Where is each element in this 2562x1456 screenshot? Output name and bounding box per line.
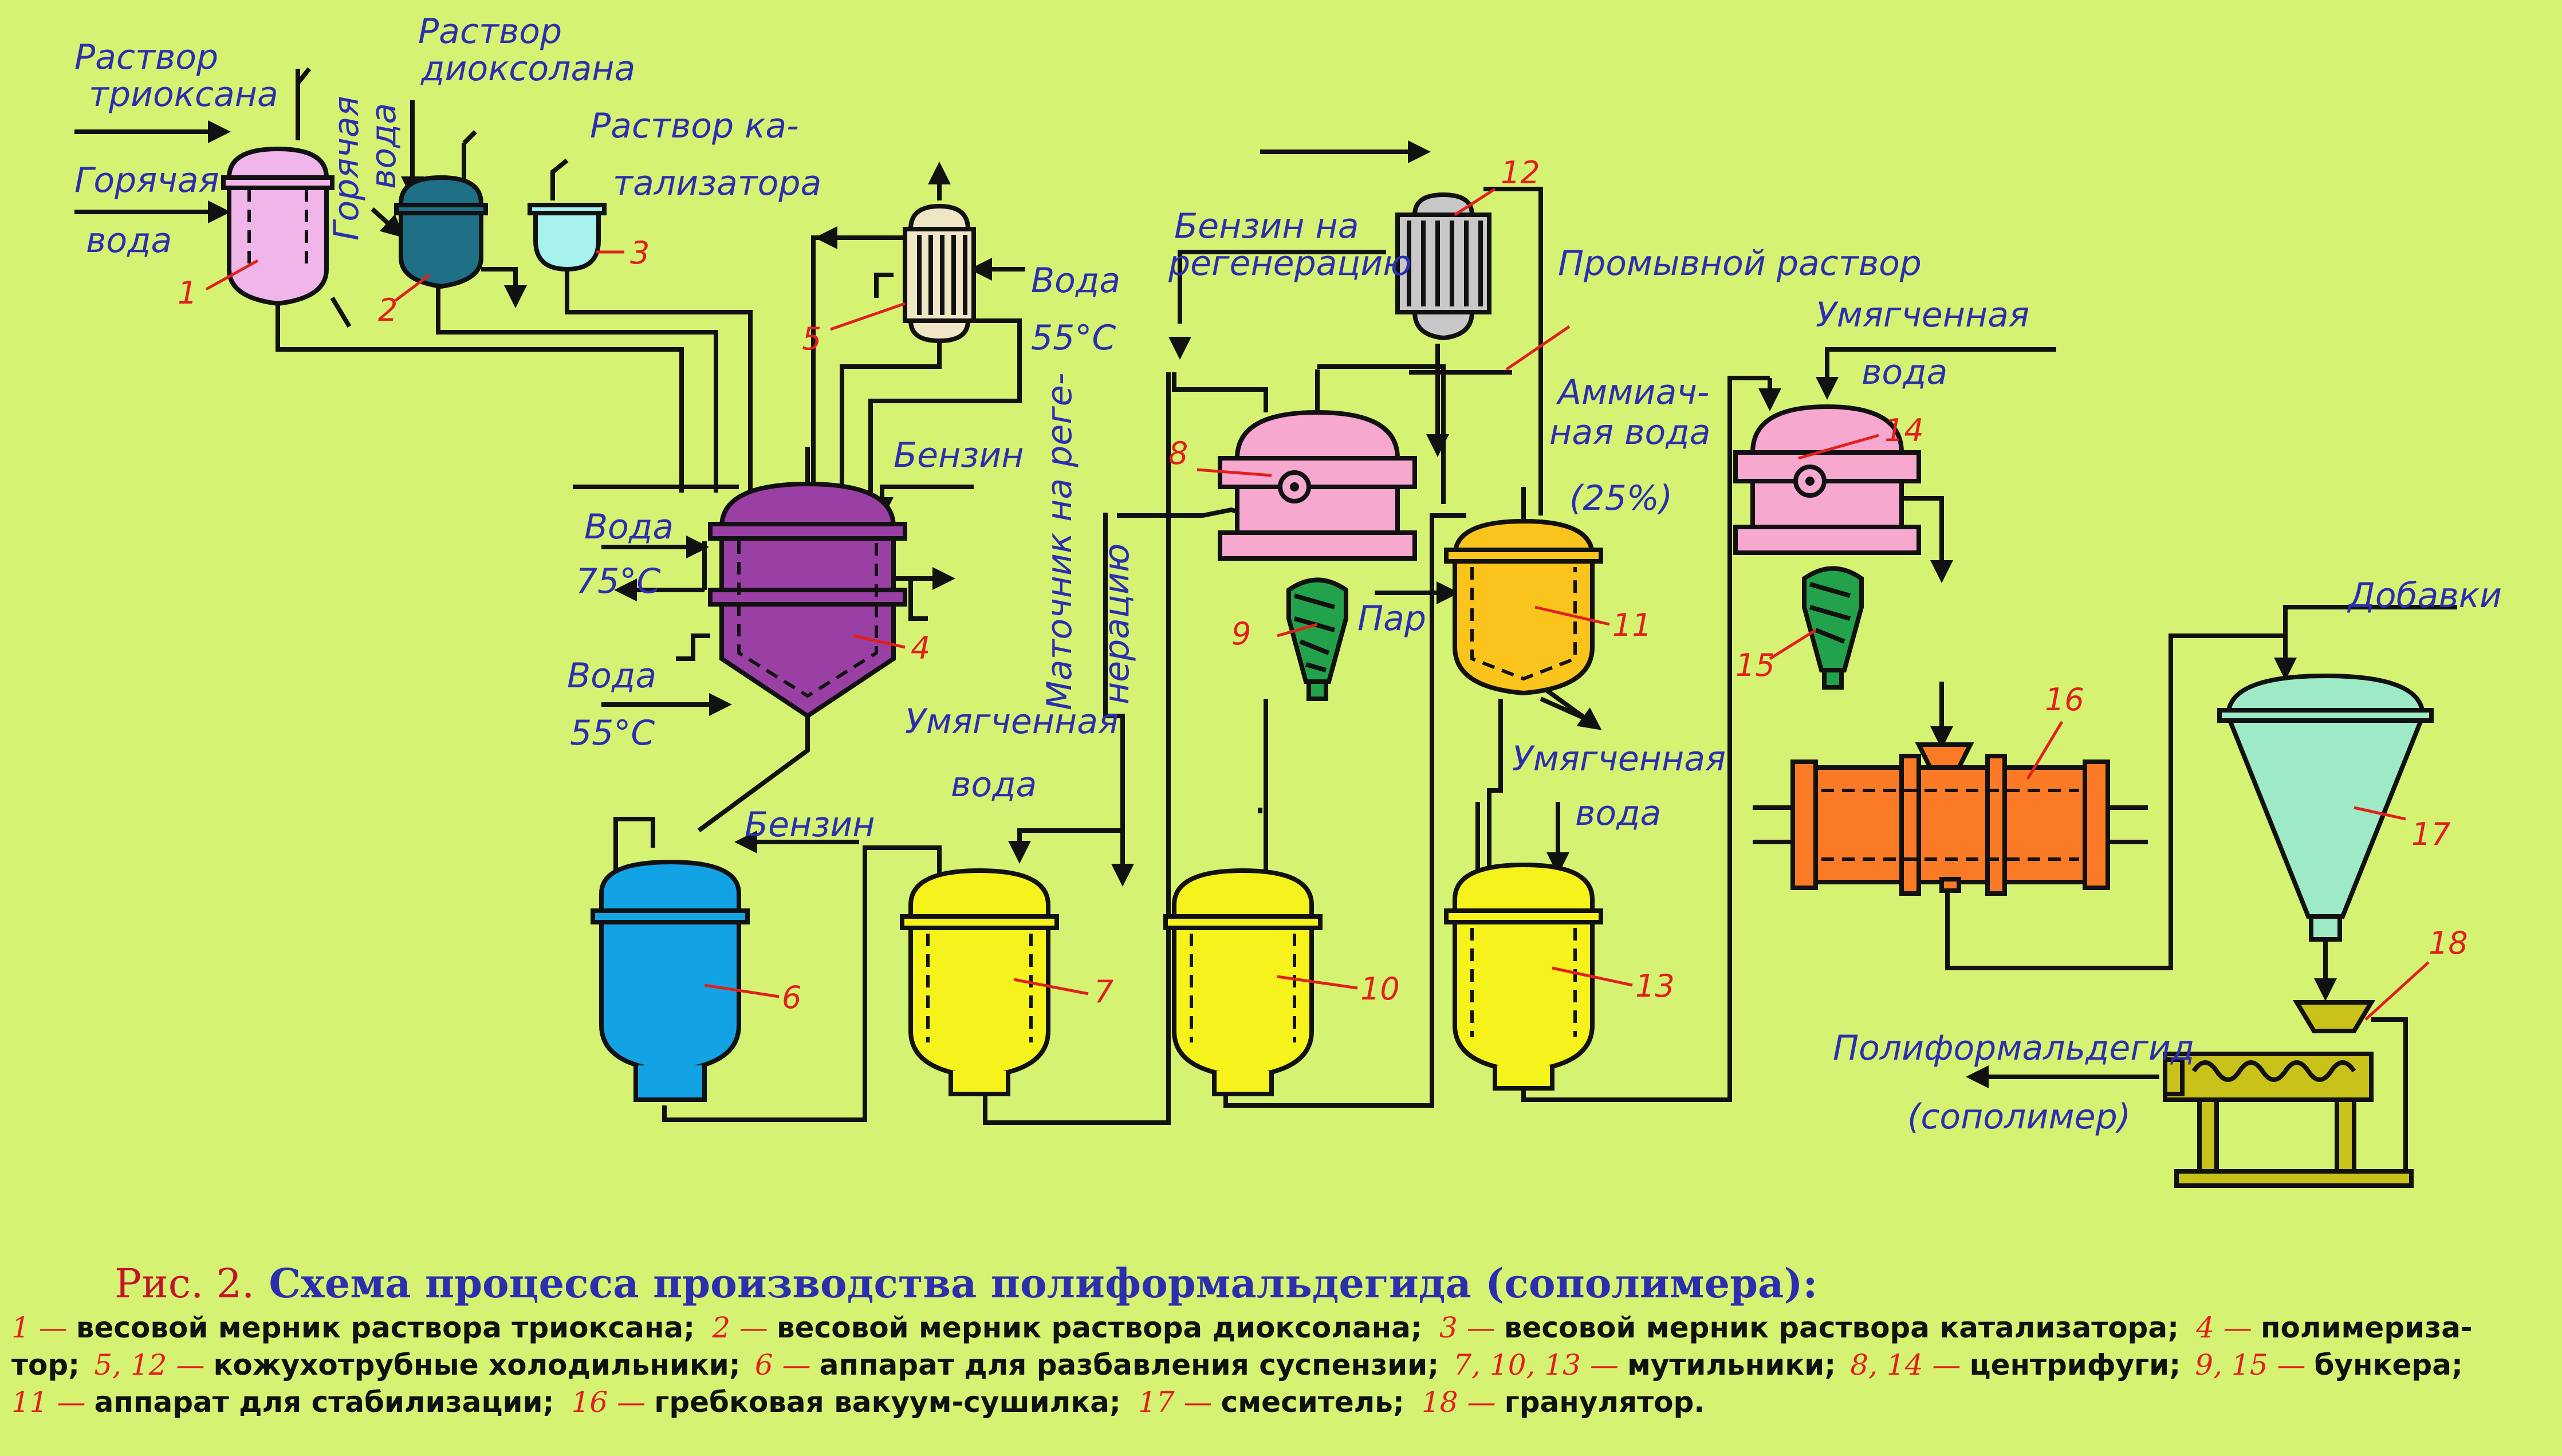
- label-softened-13-1: Умягченная: [1512, 739, 1726, 779]
- num-13: 13: [1635, 968, 1675, 1004]
- label-dioxolane-2: диоксолана: [420, 49, 635, 89]
- vessel-6-dilution-apparatus: [591, 859, 750, 1102]
- label-dioxolane-1: Раствор: [418, 11, 562, 52]
- num-18: 18: [2429, 925, 2468, 961]
- vessel-11-stabilizer: [1444, 518, 1603, 696]
- caption-title: Рис. 2. Схема процесса производства поли…: [115, 1260, 1817, 1307]
- label-gasoline-6: Бензин: [745, 805, 875, 845]
- bunker-9: [1286, 577, 1348, 701]
- num-12: 12: [1501, 155, 1540, 191]
- vessel-4-polymerizer: [708, 481, 907, 719]
- equipment-numbers: 1 2 3 4 5 6 7 8 9 10 11 12 13 14 15 16 1…: [178, 155, 2468, 1016]
- label-softened-7-2: вода: [951, 765, 1037, 805]
- label-hot-water-1a: Горячая: [74, 160, 219, 200]
- label-water-55-2: 55°С: [570, 713, 655, 753]
- label-product-1: Полиформальдегид: [1833, 1028, 2194, 1068]
- num-7: 7: [1094, 974, 1113, 1010]
- num-17: 17: [2411, 816, 2451, 852]
- mixer-17: [2217, 673, 2434, 942]
- label-water-75-1: Вода: [584, 507, 674, 547]
- label-ammonia-2: ная вода: [1549, 412, 1710, 452]
- vessel-7-mixer: [900, 868, 1059, 1096]
- label-hot-water-2a: Горячая: [326, 96, 367, 241]
- bunker-15: [1802, 566, 1864, 690]
- label-water-75-2: 75°С: [576, 561, 660, 601]
- num-16: 16: [2045, 682, 2084, 718]
- figure-caption: Рис. 2. Схема процесса производства поли…: [11, 1260, 2473, 1419]
- label-catalyst-2: тализатора: [613, 163, 821, 203]
- num-10: 10: [1360, 971, 1400, 1007]
- label-hot-water-2b: вода: [364, 103, 404, 189]
- num-14: 14: [1884, 412, 1924, 448]
- stream-labels: Раствор триоксана Горячая вода Горячая в…: [74, 11, 2502, 1137]
- num-1: 1: [178, 275, 197, 311]
- label-softened-13-2: вода: [1575, 793, 1661, 833]
- number-leaders: [205, 187, 2430, 1021]
- num-3: 3: [630, 235, 650, 271]
- pipes: [74, 67, 2457, 1180]
- label-ammonia-3: (25%): [1569, 478, 1672, 518]
- label-catalyst-1: Раствор ка-: [590, 106, 799, 146]
- cooler-5: [903, 203, 976, 344]
- label-mother-liquor-2: нерацию: [1097, 544, 1137, 705]
- dryer-16: [1753, 742, 2148, 896]
- vessel-10-mixer: [1163, 868, 1323, 1096]
- label-gasoline-regen-2: регенерацию: [1168, 243, 1412, 284]
- num-9: 9: [1231, 616, 1251, 652]
- cooler-12: [1395, 192, 1491, 341]
- label-water-55-top-1: Вода: [1031, 261, 1120, 301]
- num-11: 11: [1612, 607, 1652, 643]
- label-product-2: (сополимер): [1907, 1097, 2131, 1137]
- vessel-2-dioxolane-meter: [394, 175, 488, 289]
- centrifuge-8: [1218, 410, 1417, 561]
- num-15: 15: [1735, 647, 1775, 683]
- label-additives: Добавки: [2347, 576, 2502, 616]
- label-gasoline-regen-1: Бензин на: [1174, 206, 1359, 246]
- caption-line-2: тор; 5, 12 — кожухотрубные холодильники;…: [11, 1348, 2463, 1382]
- vessel-3-catalyst-meter: [528, 203, 607, 272]
- centrifuge-14: [1733, 404, 1921, 555]
- vessel-1-trioxane-meter: [221, 146, 334, 306]
- label-ammonia-1: Аммиач-: [1556, 372, 1709, 412]
- num-4: 4: [911, 630, 930, 666]
- num-2: 2: [378, 292, 398, 328]
- num-6: 6: [782, 979, 801, 1016]
- label-softened-7-1: Умягченная: [905, 702, 1119, 742]
- label-hot-water-1b: вода: [86, 221, 172, 261]
- label-trioxane-2: триоксана: [89, 74, 278, 115]
- label-water-55-top-2: 55°С: [1031, 318, 1116, 358]
- label-mother-liquor-1: Маточник на реге-: [1040, 373, 1080, 710]
- label-water-55-1: Вода: [567, 656, 656, 696]
- label-gasoline-top: Бензин: [894, 435, 1024, 475]
- label-wash-solution: Промывной раствор: [1558, 243, 1922, 284]
- vessel-13-mixer: [1444, 862, 1603, 1091]
- label-softened-14-2: вода: [1862, 352, 1947, 392]
- label-softened-14-1: Умягченная: [1816, 295, 2029, 335]
- label-steam: Пар: [1357, 599, 1426, 639]
- caption-line-3: 11 — аппарат для стабилизации; 16 — греб…: [11, 1386, 1705, 1419]
- num-8: 8: [1168, 435, 1188, 471]
- granulator-18: [2163, 1000, 2414, 1188]
- label-trioxane-1: Раствор: [74, 37, 218, 77]
- num-5: 5: [802, 321, 821, 357]
- caption-line-1: 1 — весовой мерник раствора триоксана; 2…: [11, 1311, 2473, 1344]
